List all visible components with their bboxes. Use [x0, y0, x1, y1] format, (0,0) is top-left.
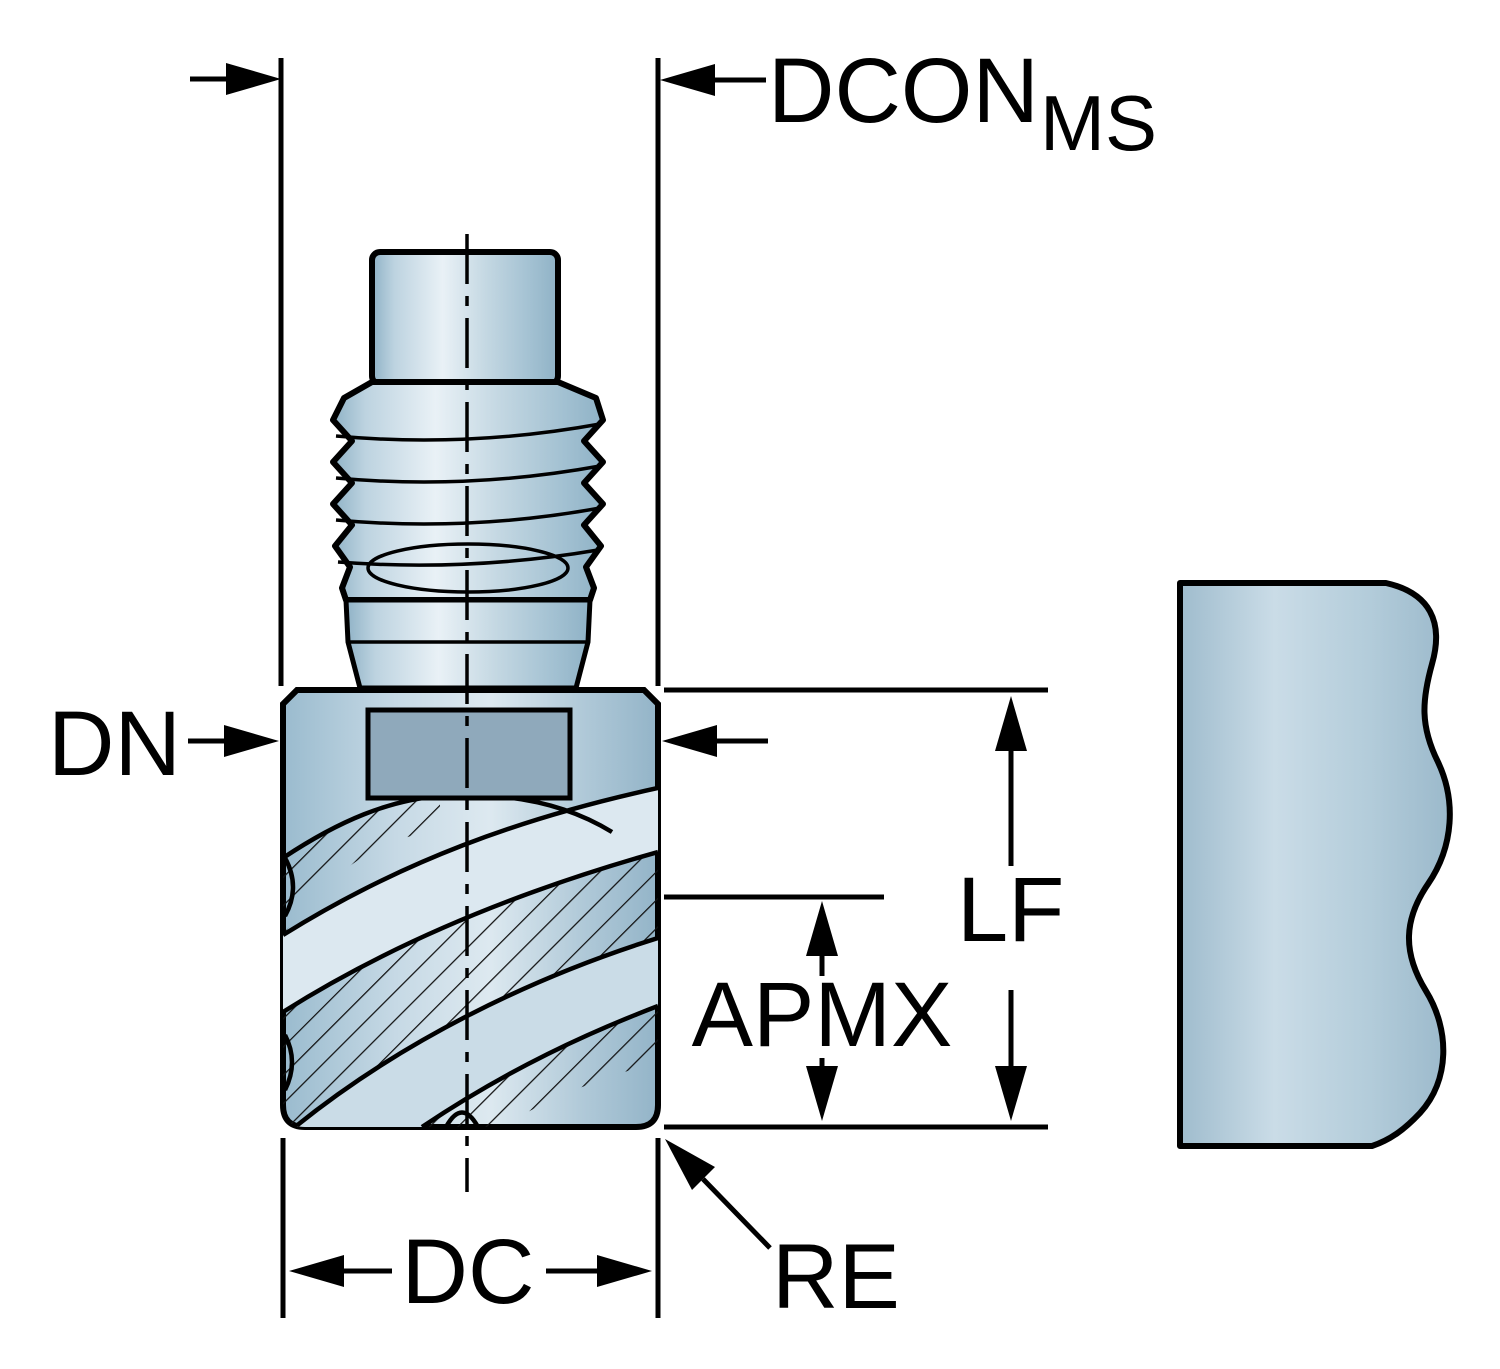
head-recess: [365, 707, 573, 801]
dim-apmx: APMX: [664, 894, 953, 1121]
flute-details: [283, 785, 658, 1127]
flute-notch: [283, 856, 296, 918]
arrow-right-icon: [224, 725, 279, 757]
dim-dn: DN: [48, 693, 768, 795]
arrow-right-icon: [597, 1255, 652, 1287]
arrow-left-icon: [662, 725, 717, 757]
front-view: [280, 234, 661, 1192]
thread-crest-line: [335, 464, 601, 484]
flute-band: [283, 788, 658, 1012]
cutting-head: [280, 687, 661, 1130]
hatch-region: [422, 1006, 658, 1127]
hatch-region: [283, 852, 658, 1127]
side-view: [1177, 580, 1453, 1149]
arrow-down-icon: [806, 1066, 838, 1121]
flute-notch: [283, 1033, 295, 1092]
label-dcon-subscript: MS: [1040, 79, 1157, 167]
dim-dc: DC: [280, 1138, 661, 1323]
arrow-down-icon: [995, 1066, 1027, 1121]
flute-band: [295, 938, 658, 1127]
bottom-tooth: [444, 1110, 480, 1127]
flute-edge: [420, 1003, 658, 1127]
label-re: RE: [772, 1226, 900, 1328]
label-dcon: DCON: [768, 40, 1039, 142]
arrow-upleft-icon: [665, 1139, 715, 1190]
shank-cylinder: [369, 249, 561, 387]
arrow-up-icon: [806, 901, 838, 956]
dimensions: DCON MS DN LF APMX: [48, 40, 1157, 1328]
arrow-left-icon: [289, 1255, 344, 1287]
arrow-up-icon: [995, 696, 1027, 751]
label-lf: LF: [957, 859, 1064, 961]
label-dn: DN: [48, 693, 181, 795]
arrow-left-icon: [660, 64, 715, 96]
dim-re: RE: [665, 1139, 900, 1328]
hatch-region: [283, 796, 440, 935]
dim-dconms: DCON MS: [190, 40, 1157, 686]
label-dc: DC: [402, 1221, 535, 1323]
leader-line: [701, 1177, 772, 1250]
label-apmx: APMX: [692, 964, 953, 1066]
flute-edge: [283, 785, 658, 937]
side-profile-body: [1177, 580, 1453, 1149]
dim-lf: LF: [664, 687, 1064, 1130]
arrow-right-icon: [226, 63, 281, 95]
